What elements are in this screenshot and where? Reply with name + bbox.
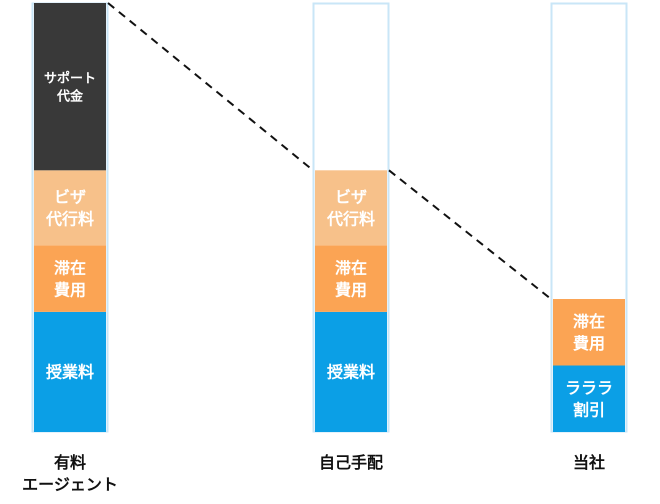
bar-3-segment-1 bbox=[553, 365, 625, 432]
bar-2-segment-2 bbox=[315, 245, 387, 312]
bar-1-segment-4-label: サポート代金 bbox=[44, 70, 96, 104]
bar-1-segment-1-label: 授業料 bbox=[46, 363, 94, 382]
bar-1-segment-1 bbox=[34, 311, 106, 432]
bar-1-segment-3-label: ビザ代行料 bbox=[45, 188, 94, 229]
bar-2-segment-3-label: ビザ代行料 bbox=[326, 188, 375, 229]
category-label-group: 有料エージェント 自己手配 当社 bbox=[22, 453, 605, 494]
category-label-3: 当社 bbox=[573, 453, 605, 472]
bar-1-segment-4 bbox=[34, 3, 106, 171]
bar-2-segment-1 bbox=[315, 311, 387, 432]
bar-1-segment-2 bbox=[34, 245, 106, 312]
bar-2-segment-3 bbox=[315, 170, 387, 246]
bar-1-segment-3 bbox=[34, 170, 106, 246]
bar-3-segment-2-label: 滞在費用 bbox=[573, 312, 605, 353]
bar-2-segment-1-label: 授業料 bbox=[327, 363, 375, 382]
category-label-1: 有料エージェント bbox=[22, 453, 118, 494]
bar-3-segment-2 bbox=[553, 299, 625, 366]
connector-line-1 bbox=[107, 2, 314, 172]
connector-group bbox=[107, 2, 552, 300]
bar-2-segment-2-label: 滞在費用 bbox=[335, 258, 367, 299]
bar-3-segment-1-label: ラララ割引 bbox=[565, 379, 613, 420]
bar-1: 授業料 滞在費用 ビザ代行料 サポート代金 bbox=[31, 2, 109, 433]
bar-1-segment-2-label: 滞在費用 bbox=[54, 258, 86, 299]
category-label-2: 自己手配 bbox=[319, 453, 383, 472]
connector-line-2 bbox=[388, 169, 552, 300]
bar-2: 授業料 滞在費用 ビザ代行料 bbox=[312, 2, 390, 433]
